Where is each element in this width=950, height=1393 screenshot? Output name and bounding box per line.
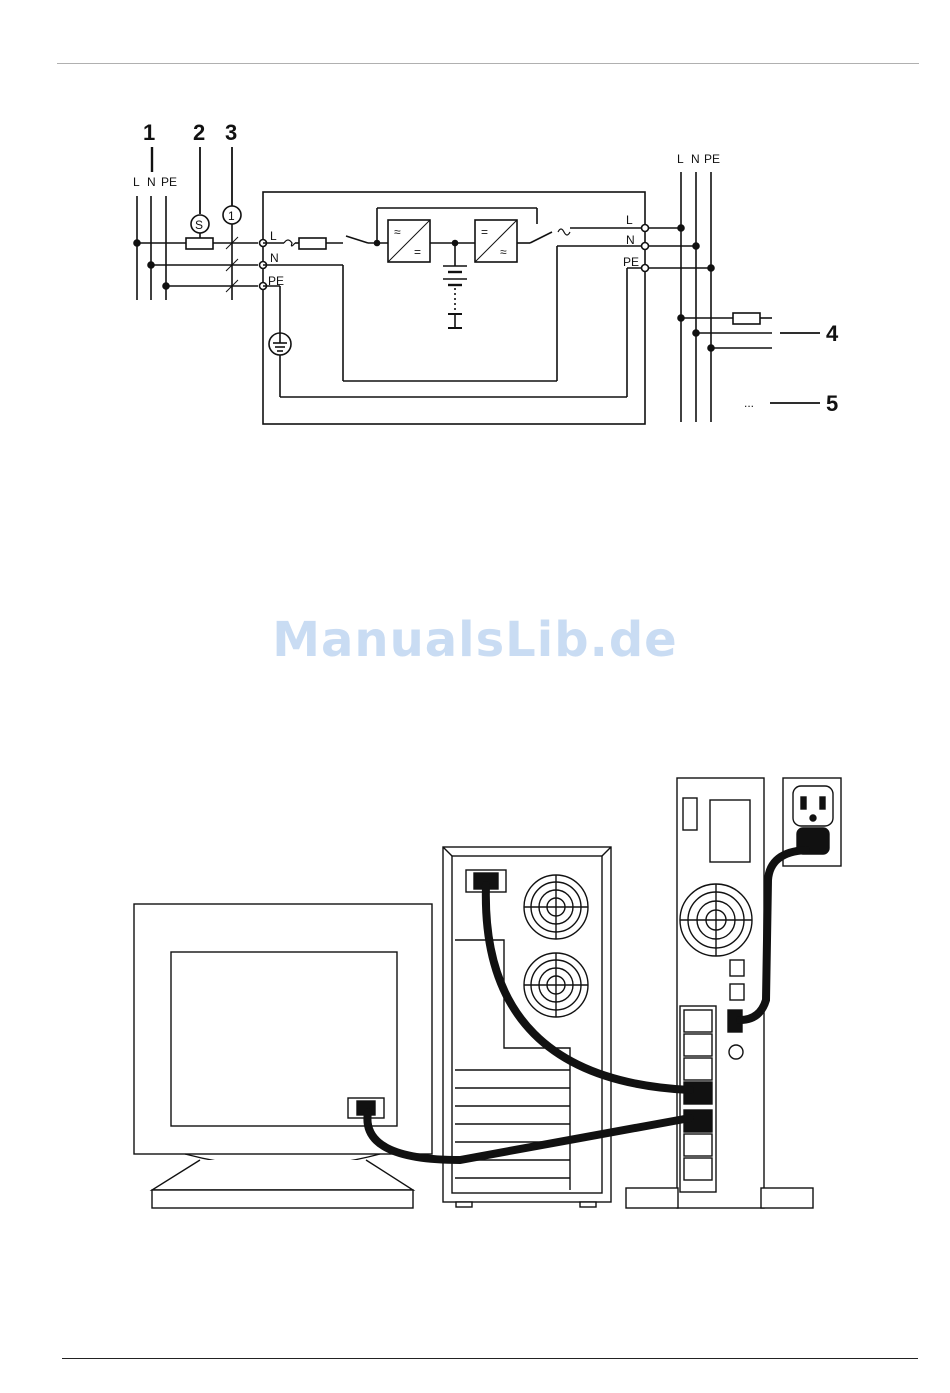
ups-out-l: L <box>626 213 633 227</box>
connection-illustration <box>134 778 841 1208</box>
footer-rule <box>62 1358 918 1359</box>
input-bus-n: N <box>147 175 156 189</box>
meter-symbol: 1 <box>228 209 235 223</box>
output-switch-icon <box>530 232 552 243</box>
ups-out-n: N <box>626 233 635 247</box>
rectifier-dc: = <box>414 245 421 259</box>
fan-icon <box>524 875 588 939</box>
callout-2: 2 <box>193 120 205 145</box>
output-bus-n: N <box>691 152 700 166</box>
output-fuse-icon <box>733 313 760 324</box>
fan-icon-2 <box>524 953 588 1017</box>
callout-1: 1 <box>143 120 155 145</box>
callout-3: 3 <box>225 120 237 145</box>
ups-fan-icon <box>680 884 752 956</box>
callout-5: 5 <box>826 391 838 416</box>
ups-out-pe: PE <box>623 255 639 269</box>
ups-frame <box>263 192 645 424</box>
input-bus-pe: PE <box>161 175 177 189</box>
schematic: 1 2 3 4 5 ... L N PE S 1 <box>133 120 839 424</box>
fuse-icon <box>186 238 213 249</box>
callout-4: 4 <box>826 321 839 346</box>
watermark: ManualsLib.de <box>0 612 950 668</box>
rectifier-ac: ≈ <box>394 225 401 239</box>
s-symbol: S <box>195 218 203 232</box>
ellipsis-label: ... <box>744 396 754 410</box>
output-bus-l: L <box>677 152 684 166</box>
battery-icon <box>443 243 467 328</box>
ups-in-n: N <box>270 251 279 265</box>
inverter-dc: = <box>481 225 488 239</box>
internal-fuse-icon <box>299 238 326 249</box>
inverter-ac: ≈ <box>500 245 507 259</box>
monitor <box>134 904 432 1208</box>
ups-in-l: L <box>270 229 277 243</box>
output-bus-pe: PE <box>704 152 720 166</box>
switch-icon <box>346 236 368 243</box>
input-bus-l: L <box>133 175 140 189</box>
